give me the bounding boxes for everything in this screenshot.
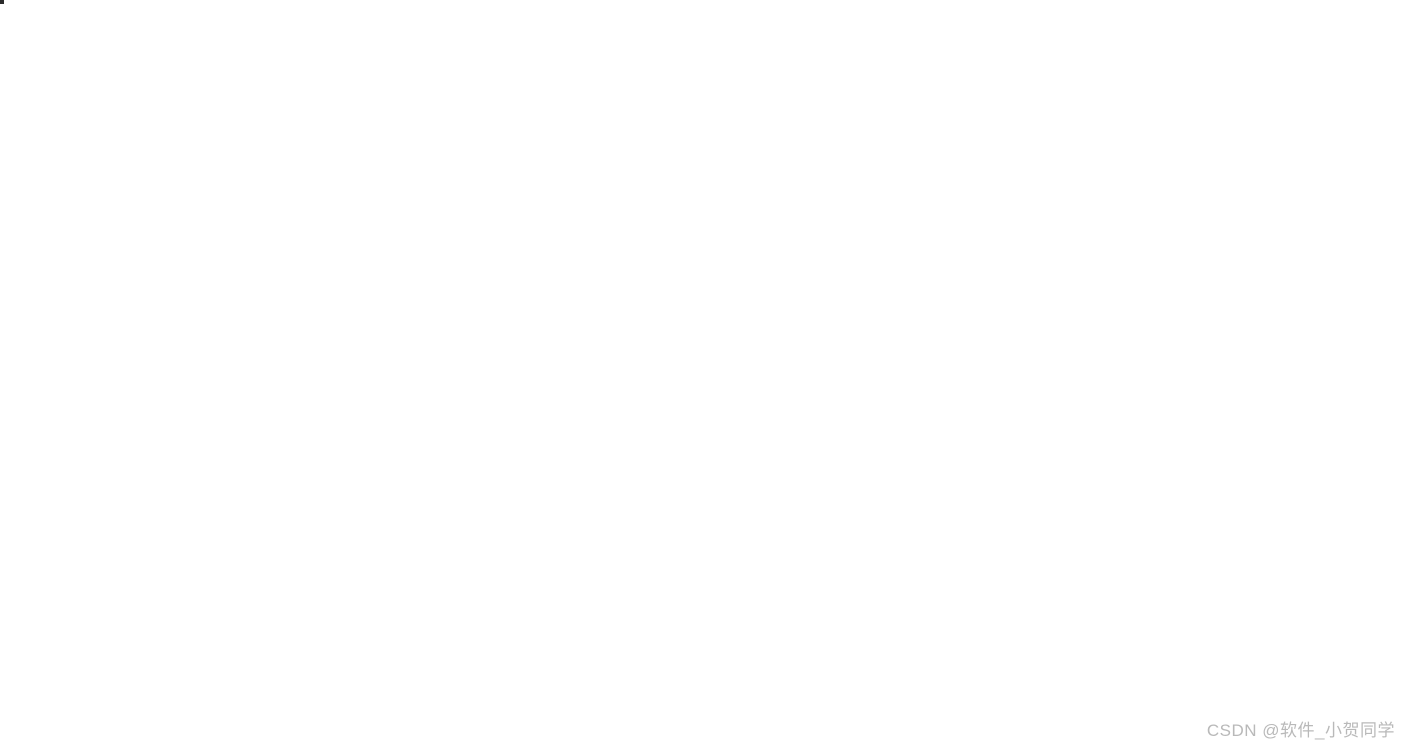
node-leaf-query-record[interactable] [0, 0, 4, 4]
